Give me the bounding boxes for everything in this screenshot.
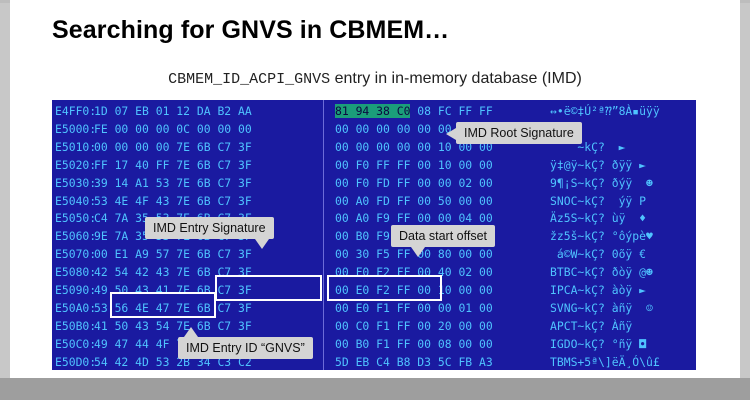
hex-row-addr: E4FF0: <box>55 104 97 118</box>
hex-row-asc: SVNG~kÇ? àñÿ ☺ <box>550 300 653 315</box>
hex-row: E5030:39 14 A1 53 7E 6B C7 3F 00 F0 FD FF… <box>52 175 696 191</box>
callout-data-start-offset: Data start offset <box>391 225 496 257</box>
root-signature-highlight: 81 94 38 C0 <box>335 104 411 118</box>
hex-column-divider <box>323 100 324 370</box>
hex-row-b2: 00 A0 FD FF 00 50 00 00 <box>335 193 493 208</box>
hex-row-asc: IPCA~kÇ? àòÿ ► <box>550 283 647 297</box>
hex-row-b1: 1D 07 EB 01 12 DA B2 AA <box>94 104 252 118</box>
hex-row-b1: 53 4E 4F 43 7E 6B C7 3F <box>94 193 252 208</box>
hex-row-asc: ÿ‡@ÿ~kÇ? ðÿÿ ► <box>550 157 647 172</box>
hex-row: E50B0:41 50 43 54 7E 6B C7 3F 00 C0 F1 FF… <box>52 318 696 334</box>
hex-dump-view: E4FF0:1D 07 EB 01 12 DA B2 AA 81 94 38 C0… <box>52 100 696 370</box>
hex-row-addr: E5010: <box>55 139 97 154</box>
hex-row-b1: 53 56 4E 47 7E 6B C7 3F <box>94 300 252 315</box>
hex-row-addr: E50C0: <box>55 336 97 351</box>
hex-row-b1: FF 17 40 FF 7E 6B C7 3F <box>94 157 252 172</box>
hex-row-addr: E5060: <box>55 229 97 244</box>
hex-row-b2: 00 F0 FF FF 00 10 00 00 <box>335 157 493 172</box>
hex-row-b2: 00 B0 F1 FF 00 08 00 00 <box>335 336 493 351</box>
hex-row-b2: 00 A0 F9 FF 00 00 04 00 <box>335 211 493 226</box>
hex-row-addr: E50B0: <box>55 318 97 333</box>
hex-row: E5040:53 4E 4F 43 7E 6B C7 3F 00 A0 FD FF… <box>52 193 696 209</box>
hex-row-b1: FE 00 00 00 0C 00 00 00 <box>94 121 252 136</box>
hex-row-asc: ↔•ë©‡Ú²ª⁇”8À▪üÿÿ <box>550 104 660 118</box>
hex-row-addr: E5040: <box>55 193 97 208</box>
slide-title: Searching for GNVS in CBMEM… <box>52 16 450 44</box>
slide-subtitle: CBMEM_ID_ACPI_GNVS entry in in-memory da… <box>0 70 750 88</box>
hex-row-asc: BTBC~kÇ? ðòÿ @☻ <box>550 265 653 280</box>
bottom-border <box>0 378 750 400</box>
hex-row: E50A0:53 56 4E 47 7E 6B C7 3F 00 E0 F1 FF… <box>52 300 696 316</box>
subtitle-text: entry in in-memory database (IMD) <box>330 70 582 87</box>
callout-imd-entry-signature: IMD Entry Signature <box>145 217 274 249</box>
hex-row-b1: 00 00 00 00 7E 6B C7 3F <box>94 139 252 154</box>
hex-row: E4FF0:1D 07 EB 01 12 DA B2 AA 81 94 38 C0… <box>52 103 696 119</box>
callout-imd-root-signature: IMD Root Signature <box>446 122 582 144</box>
hex-row-addr: E50A0: <box>55 300 97 315</box>
hex-row: E5070:00 E1 A9 57 7E 6B C7 3F 00 30 F5 FF… <box>52 246 696 262</box>
hex-row-b2: 00 E0 F1 FF 00 00 01 00 <box>335 300 493 315</box>
hex-row-asc: APCT~kÇ? Àñÿ <box>550 318 633 333</box>
hex-row-addr: E5090: <box>55 283 97 297</box>
hex-row-addr: E5050: <box>55 211 97 226</box>
hex-row-b2: 5D EB C4 B8 D3 5C FB A3 <box>335 354 493 369</box>
hex-row-addr: E50D0: <box>55 354 97 369</box>
entry-id-box <box>110 292 216 318</box>
data-offset-box <box>327 275 442 301</box>
hex-row-asc: Äz5S~kÇ? ùÿ ♦ <box>550 211 647 226</box>
hex-row-asc: IGDO~kÇ? °ñÿ ◘ <box>550 336 647 351</box>
hex-row-addr: E5020: <box>55 157 97 172</box>
hex-row-b2: 81 94 38 C0 08 FC FF FF <box>335 104 493 118</box>
hex-row-b2: 00 F0 FD FF 00 00 02 00 <box>335 175 493 190</box>
hex-row-asc: ~kÇ? ► <box>550 139 626 154</box>
hex-row-asc: 9¶¡S~kÇ? ðýÿ ☻ <box>550 175 653 190</box>
hex-row-asc: TBMS+5ª\]ëÄ¸Ó\û£ <box>550 354 660 369</box>
hex-row-addr: E5000: <box>55 121 97 136</box>
hex-row-asc: žz5š~kÇ? °ôýpè♥ <box>550 229 653 244</box>
callout-imd-entry-id: IMD Entry ID “GNVS” <box>178 327 313 359</box>
hex-row-b1: 41 50 43 54 7E 6B C7 3F <box>94 318 252 333</box>
entry-signature-box <box>215 275 322 301</box>
hex-row-b1: 00 E1 A9 57 7E 6B C7 3F <box>94 247 252 262</box>
hex-row-addr: E5030: <box>55 175 97 190</box>
hex-row-addr: E5070: <box>55 247 97 262</box>
hex-row-asc: á©W~kÇ? 0õÿ € <box>550 247 647 262</box>
hex-row-b2: 00 C0 F1 FF 00 20 00 00 <box>335 318 493 333</box>
hex-row: E5020:FF 17 40 FF 7E 6B C7 3F 00 F0 FF FF… <box>52 157 696 173</box>
hex-row-b1: 39 14 A1 53 7E 6B C7 3F <box>94 175 252 190</box>
subtitle-code: CBMEM_ID_ACPI_GNVS <box>168 71 331 88</box>
hex-row-asc: SNOC~kÇ? ýÿ P <box>550 193 647 208</box>
hex-row-addr: E5080: <box>55 265 97 280</box>
hex-row-b2: 00 30 F5 FF 00 80 00 00 <box>335 247 493 262</box>
